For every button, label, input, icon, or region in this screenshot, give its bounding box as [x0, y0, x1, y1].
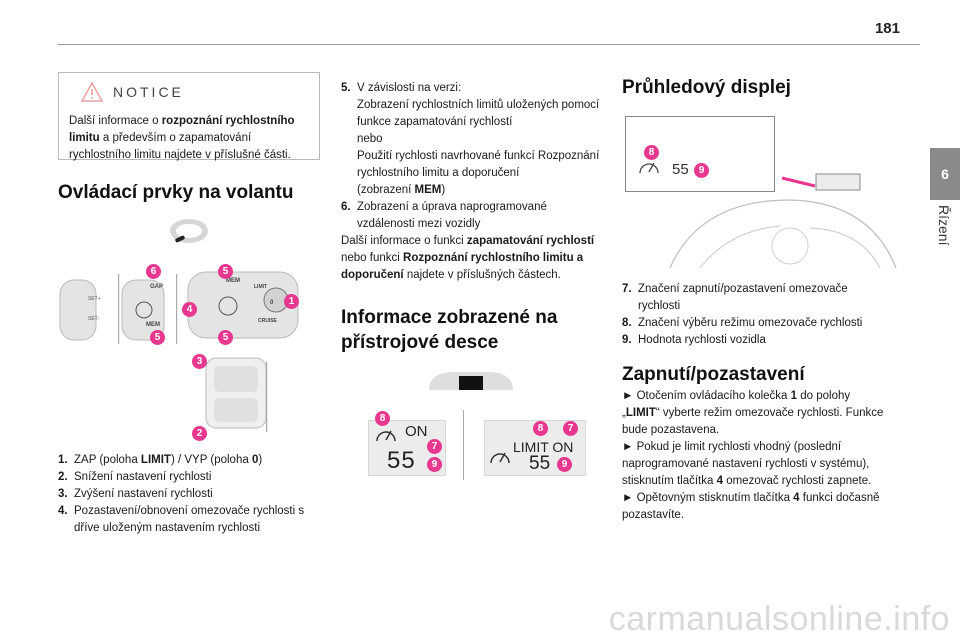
list-item: 7.Značení zapnutí/pozastavení omezovače … [622, 283, 848, 312]
onoff-paragraph-3: ► Opětovným stisknutím tlačítka 4 funkci… [622, 492, 880, 521]
chapter-tab[interactable]: 6 [930, 148, 960, 200]
speedometer-icon [490, 452, 510, 464]
speed-value: 55 [387, 447, 416, 474]
label-cruise: CRUISE [258, 318, 277, 324]
list-item: 5. V závislosti na verzi: Zobrazení rych… [341, 82, 600, 196]
notice-box: NOTICE Další informace o rozpoznání rych… [58, 72, 320, 161]
more-info-paragraph: Další informace o funkci zapamatování ry… [341, 235, 595, 281]
controls-list: 1.ZAP (poloha LIMIT) / VYP (poloha 0) 2.… [58, 452, 324, 537]
col2-list: 5. V závislosti na verzi: Zobrazení rych… [341, 80, 603, 233]
status-on: ON [405, 423, 428, 440]
label-limit: LIMIT [254, 284, 268, 290]
callout-9: 9 [427, 457, 442, 472]
controls-heading: Ovládací prvky na volantu [58, 182, 294, 203]
callout-4: 4 [182, 302, 197, 317]
onoff-paragraph-1: ► Otočením ovládacího kolečka 1 do poloh… [622, 390, 884, 436]
warning-icon [81, 82, 103, 102]
callout-6: 6 [146, 264, 161, 279]
speedometer-icon [376, 430, 396, 442]
list-item: 2.Snížení nastavení rychlosti [58, 471, 212, 483]
list-item: 4.Pozastavení/obnovení omezovače rychlos… [58, 505, 305, 534]
watermark: carmanualsonline.info [608, 600, 950, 638]
hud-list: 7.Značení zapnutí/pozastavení omezovače … [622, 281, 884, 349]
chapter-label: Řízení [936, 205, 952, 246]
page-number: 181 [874, 20, 900, 37]
speed-value: 55 [529, 453, 551, 474]
instrument-cluster-icon [429, 372, 513, 390]
onoff-heading: Zapnutí/pozastavení [622, 364, 805, 385]
list-item: 3.Zvýšení nastavení rychlosti [58, 488, 213, 500]
callout-5-top: 5 [218, 264, 233, 279]
callout-9: 9 [557, 457, 572, 472]
callout-8: 8 [375, 411, 390, 426]
callout-9: 9 [694, 163, 709, 178]
label-gap: GAP [150, 284, 164, 290]
steering-wheel-icon [170, 219, 208, 243]
display-limit-on: LIMIT ON 55 8 7 9 [484, 420, 586, 476]
label-zero: 0 [270, 300, 274, 306]
list-item: 6.Zobrazení a úprava naprogramované vzdá… [341, 201, 547, 230]
label-set-minus-left: SET- [88, 316, 100, 322]
stalk-illustration: GAP SET+ SET- MEM MEM LIMIT 0 CRUISE 6 5… [58, 262, 320, 442]
callout-8: 8 [533, 421, 548, 436]
display-on: ON 55 8 7 9 [368, 411, 446, 476]
notice-title: NOTICE [113, 84, 184, 100]
callout-5-right: 5 [218, 330, 233, 345]
label-mem-left: MEM [146, 322, 160, 328]
hud-display: 55 8 9 [625, 116, 775, 192]
speedometer-icon [639, 162, 659, 174]
callout-7: 7 [563, 421, 578, 436]
onoff-paragraph-2: ► Pokud je limit rychlosti vhodný (posle… [622, 441, 872, 487]
callout-8: 8 [644, 145, 659, 160]
callout-7: 7 [427, 439, 442, 454]
header-divider [58, 44, 920, 45]
label-mem-right: MEM [226, 278, 240, 284]
label-set-plus-left: SET+ [88, 296, 101, 302]
hud-speed: 55 [672, 161, 689, 178]
display-separator [463, 410, 464, 480]
stalks-drawing [59, 271, 299, 432]
dashboard-illustration [669, 173, 897, 269]
callout-2: 2 [192, 426, 207, 441]
callout-3: 3 [192, 354, 207, 369]
notice-text: Další informace o rozpoznání rychlostníh… [69, 115, 295, 161]
hud-heading: Průhledový displej [622, 77, 791, 98]
list-item: 9.Hodnota rychlosti vozidla [622, 334, 766, 346]
list-item: 8.Značení výběru režimu omezovače rychlo… [622, 317, 863, 329]
callout-1: 1 [284, 294, 299, 309]
status-limit-on: LIMIT ON [513, 439, 574, 455]
callout-5-left: 5 [150, 330, 165, 345]
list-item: 1.ZAP (poloha LIMIT) / VYP (poloha 0) [58, 454, 263, 466]
